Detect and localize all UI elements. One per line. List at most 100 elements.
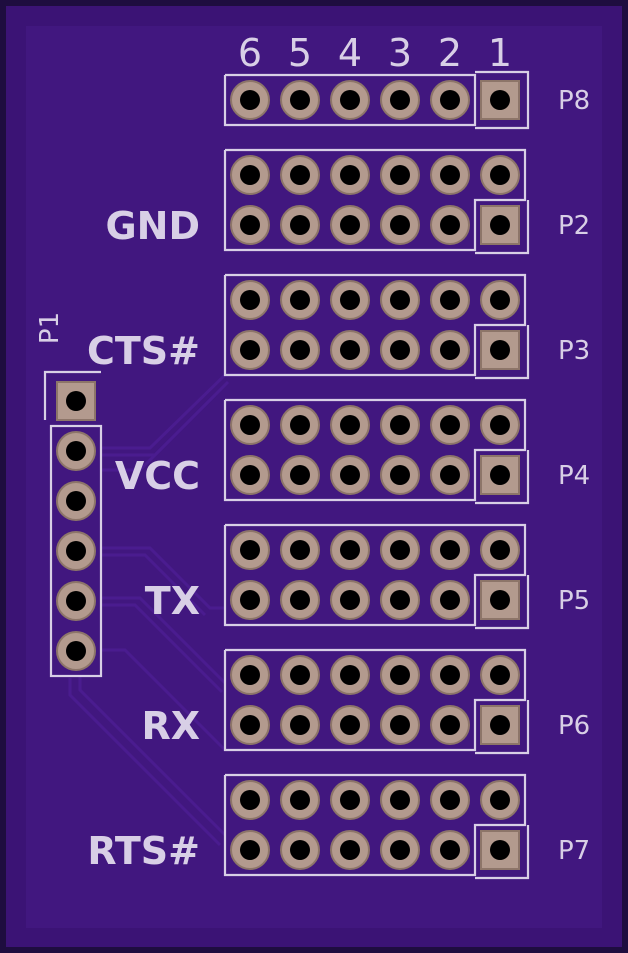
pin-pad [480,155,520,195]
trace-3 [100,546,225,610]
pad-square [56,381,96,421]
pad-hole [490,590,510,610]
header-outline [223,73,477,127]
header-outline [223,648,527,752]
pad-hole [290,590,310,610]
pad-hole [240,290,260,310]
pad-hole [340,340,360,360]
pin-1-pad [480,205,520,245]
header-p5: P5 TX [145,523,590,630]
pin-pad [230,155,270,195]
trace-8 [68,678,222,847]
pin-pad [330,580,370,620]
p1-pin-pad [56,631,96,671]
pin-pad [330,205,370,245]
pin-pad [380,705,420,745]
pin-pad [280,580,320,620]
pad-hole [66,591,86,611]
pin-pad [230,530,270,570]
pad-hole [340,165,360,185]
header-ref-label: P6 [558,711,590,741]
pin-pad [480,530,520,570]
pad-hole [390,665,410,685]
pad-hole [490,790,510,810]
pin-pad [380,330,420,370]
p1-pin1-corner [43,370,101,420]
pad-hole [490,165,510,185]
pin-pad [380,655,420,695]
pad-hole [240,840,260,860]
column-number: 4 [338,31,362,75]
pad-hole [440,290,460,310]
pad-hole [240,540,260,560]
pin-pad [380,280,420,320]
pin-pad [330,155,370,195]
column-number: 2 [438,31,462,75]
header-outline [223,273,527,377]
pad-hole [340,790,360,810]
pad-hole [490,715,510,735]
pad-hole [440,215,460,235]
header-ref-label: P8 [558,86,590,116]
pad-hole [290,415,310,435]
pad-hole [290,840,310,860]
pin-pad [280,155,320,195]
pin-pad [380,155,420,195]
signal-label: RTS# [87,829,200,873]
pin-pad [280,80,320,120]
pin-pad [230,580,270,620]
column-number: 1 [488,31,512,75]
header-outline [223,773,527,877]
pad-hole [440,415,460,435]
pad-hole [240,340,260,360]
pad-hole [290,290,310,310]
pin-pad [280,830,320,870]
pin-pad [430,155,470,195]
header-outline [223,523,527,627]
pin-pad [430,455,470,495]
pad-hole [290,790,310,810]
pin-pad [480,405,520,445]
pad-hole [390,590,410,610]
trace-5 [100,596,227,685]
pad-hole [390,90,410,110]
pin-pad [480,655,520,695]
column-number: 3 [388,31,412,75]
pad-hole [390,465,410,485]
pad-hole [240,415,260,435]
pin1-marker [475,70,530,130]
pin-pad [380,80,420,120]
pad-hole [440,665,460,685]
pad-hole [240,590,260,610]
traces [68,373,250,847]
pad-hole [440,840,460,860]
pin-1-pad [480,455,520,495]
p1-pin-pad [56,581,96,621]
pad-hole [440,165,460,185]
pad-hole [340,590,360,610]
pin-pad [230,80,270,120]
pad-hole [240,165,260,185]
pin-pad [230,655,270,695]
pin-pad [230,405,270,445]
pad-hole [390,790,410,810]
pin-pad [330,405,370,445]
trace-4 [100,553,207,617]
header-ref-label: P5 [558,586,590,616]
pin-pad [330,80,370,120]
header-ref-label: P4 [558,461,590,491]
pad-hole [440,90,460,110]
pad-hole [340,715,360,735]
pin-pad [280,405,320,445]
pad-hole [390,215,410,235]
pin-pad [430,580,470,620]
pad-hole [340,90,360,110]
pin-pad [430,330,470,370]
signal-label: TX [145,579,200,623]
pin-pad [280,530,320,570]
header-ref-label: P2 [558,211,590,241]
pad-hole [66,541,86,561]
pin-pad [330,780,370,820]
pad-hole [340,840,360,860]
